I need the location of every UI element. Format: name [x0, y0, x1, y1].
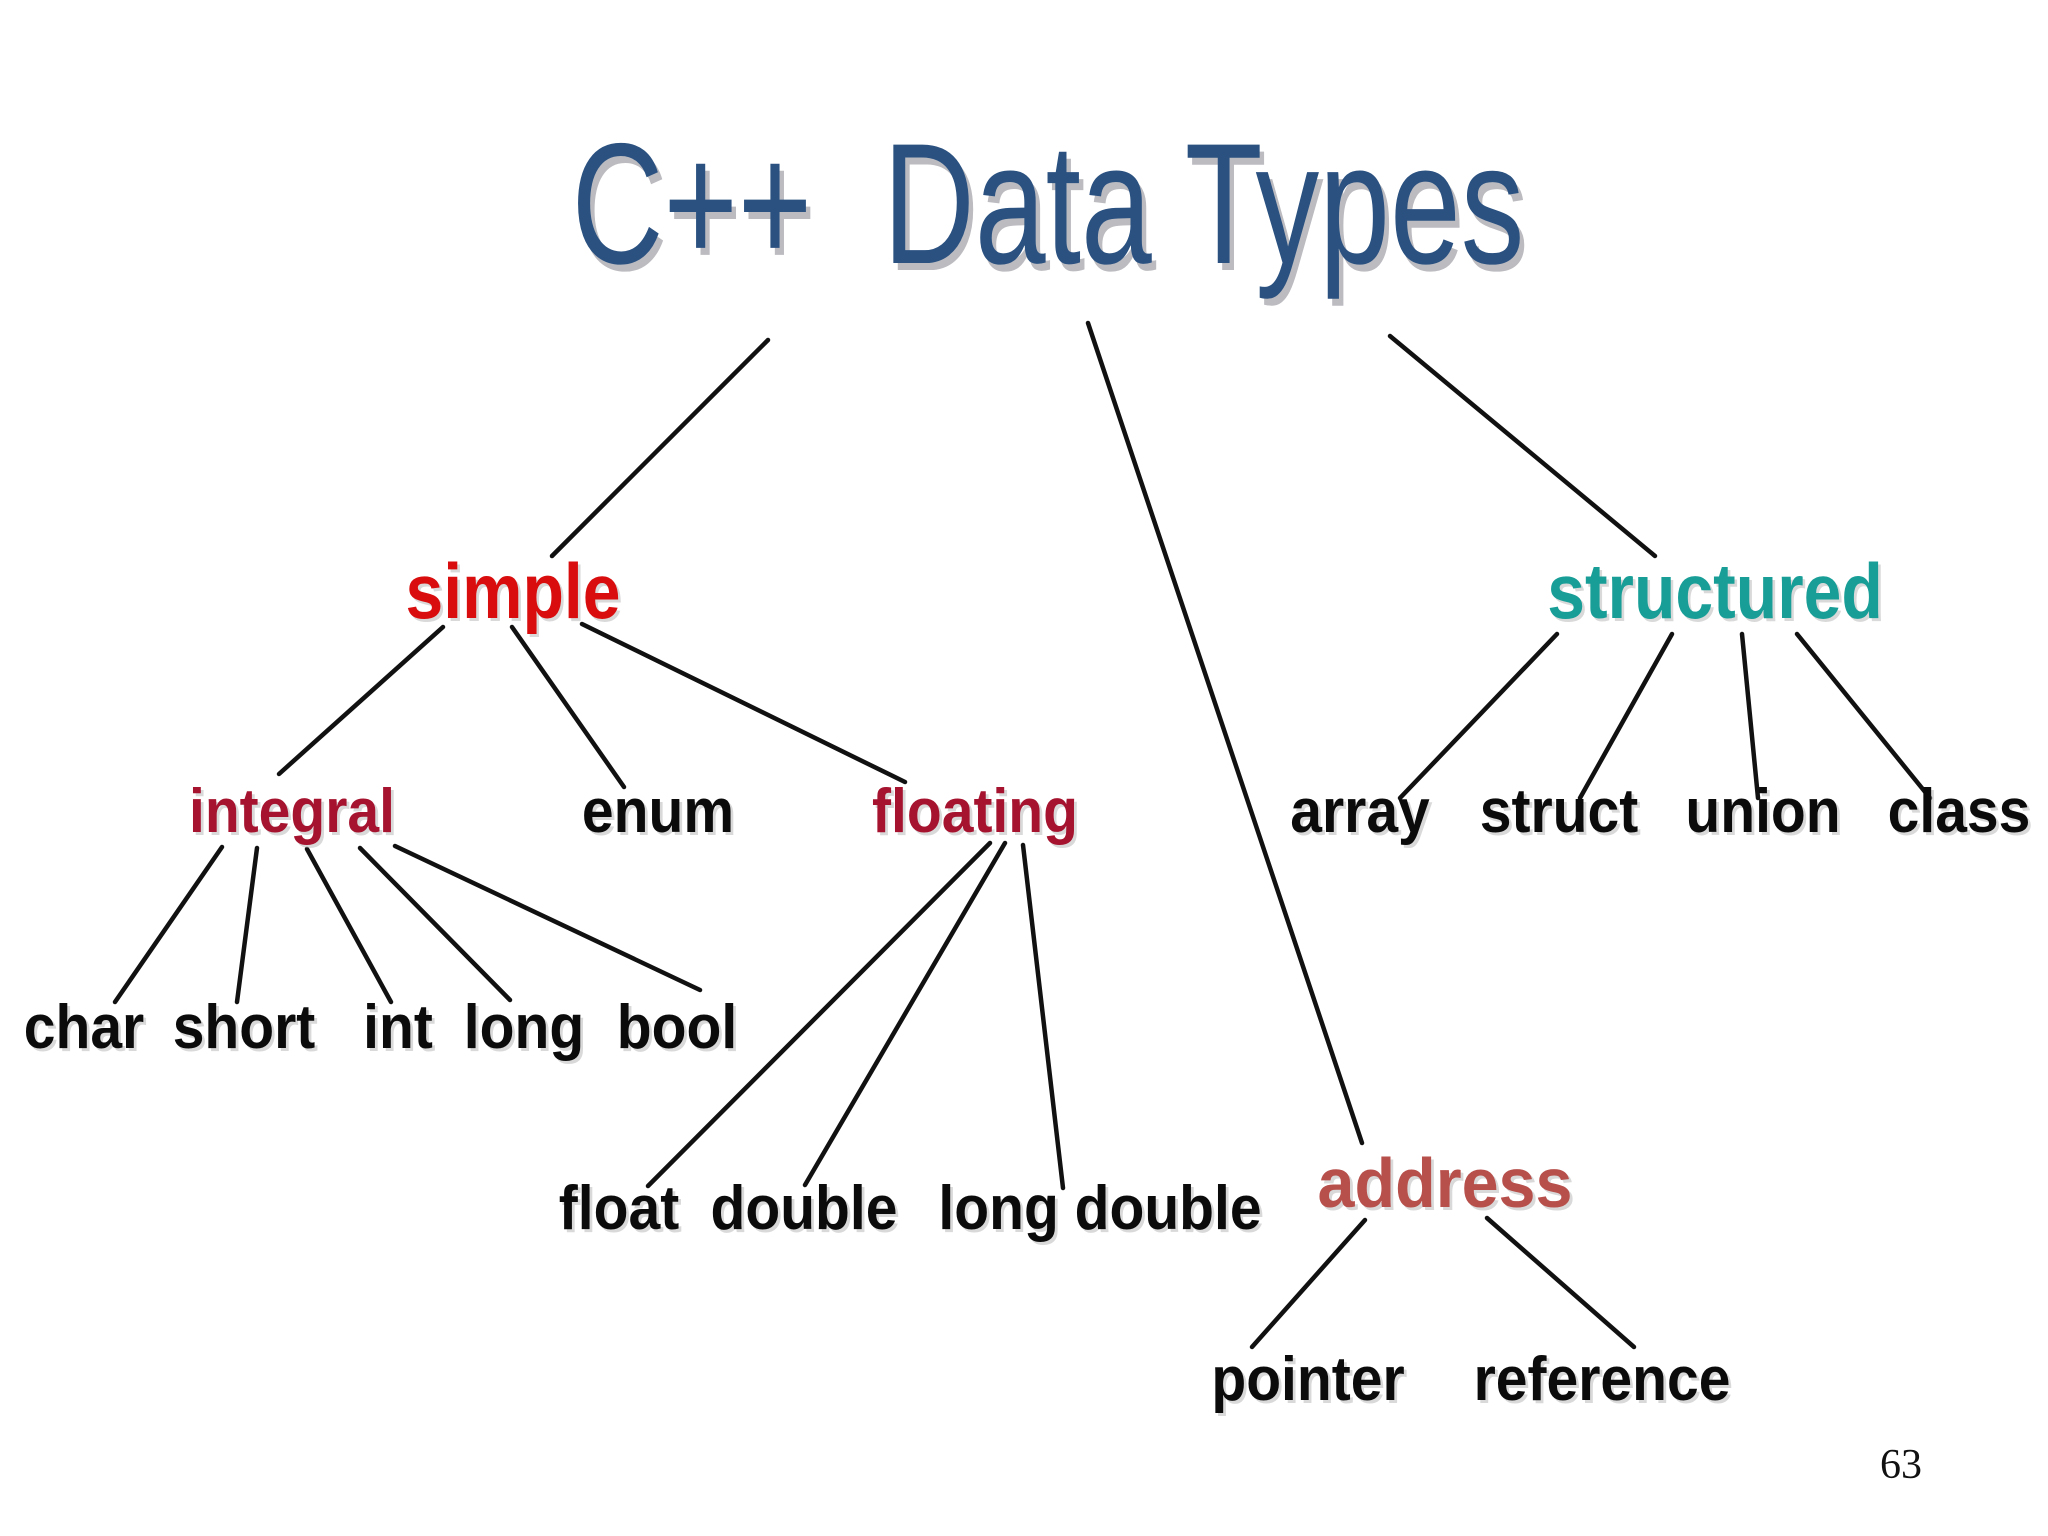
edge-structured-to-class	[1794, 631, 1933, 801]
tree-node-long-double: long double	[938, 1174, 1262, 1243]
edge-structured-to-struct	[1577, 631, 1675, 801]
slide-title: C++ Data Types	[571, 108, 1525, 300]
edge-title-to-structured	[1387, 333, 1658, 559]
tree-node-address: address	[1317, 1144, 1573, 1222]
edge-simple-to-floating	[579, 621, 908, 785]
tree-node-enum: enum	[581, 777, 735, 846]
edge-address-to-reference	[1484, 1215, 1637, 1350]
edge-simple-to-integral	[276, 624, 446, 777]
tree-node-array: array	[1290, 777, 1430, 846]
tree-node-short: short	[172, 993, 316, 1062]
tree-node-simple: simple	[405, 547, 621, 635]
edge-integral-to-int	[304, 846, 394, 1005]
tree-node-struct: struct	[1479, 777, 1639, 846]
tree-node-long: long	[463, 993, 585, 1062]
tree-node-char: char	[23, 993, 145, 1062]
tree-node-structured: structured	[1547, 547, 1883, 635]
tree-node-int: int	[363, 993, 433, 1062]
edge-title-to-address	[1085, 320, 1365, 1146]
edge-address-to-pointer	[1249, 1217, 1368, 1350]
tree-node-reference: reference	[1473, 1345, 1731, 1414]
tree-node-class: class	[1887, 777, 2031, 846]
edge-floating-to-long-double	[1020, 842, 1066, 1191]
edge-integral-to-long	[357, 845, 513, 1003]
tree-node-double: double	[710, 1174, 898, 1243]
edge-integral-to-bool	[392, 843, 703, 993]
tree-node-pointer: pointer	[1211, 1345, 1405, 1414]
edge-floating-to-float	[645, 840, 993, 1189]
tree-node-bool: bool	[616, 993, 738, 1062]
edge-floating-to-double	[802, 840, 1008, 1188]
edge-integral-to-char	[112, 844, 225, 1005]
tree-node-floating: floating	[872, 777, 1078, 846]
edge-simple-to-enum	[509, 624, 627, 790]
edge-title-to-simple	[549, 337, 771, 559]
edge-integral-to-short	[234, 845, 260, 1005]
tree-node-union: union	[1685, 777, 1841, 846]
tree-node-integral: integral	[188, 777, 396, 846]
page-number: 63	[1880, 1442, 1922, 1488]
tree-node-float: float	[558, 1174, 680, 1243]
edge-structured-to-array	[1397, 631, 1560, 801]
edge-structured-to-union	[1739, 631, 1761, 801]
